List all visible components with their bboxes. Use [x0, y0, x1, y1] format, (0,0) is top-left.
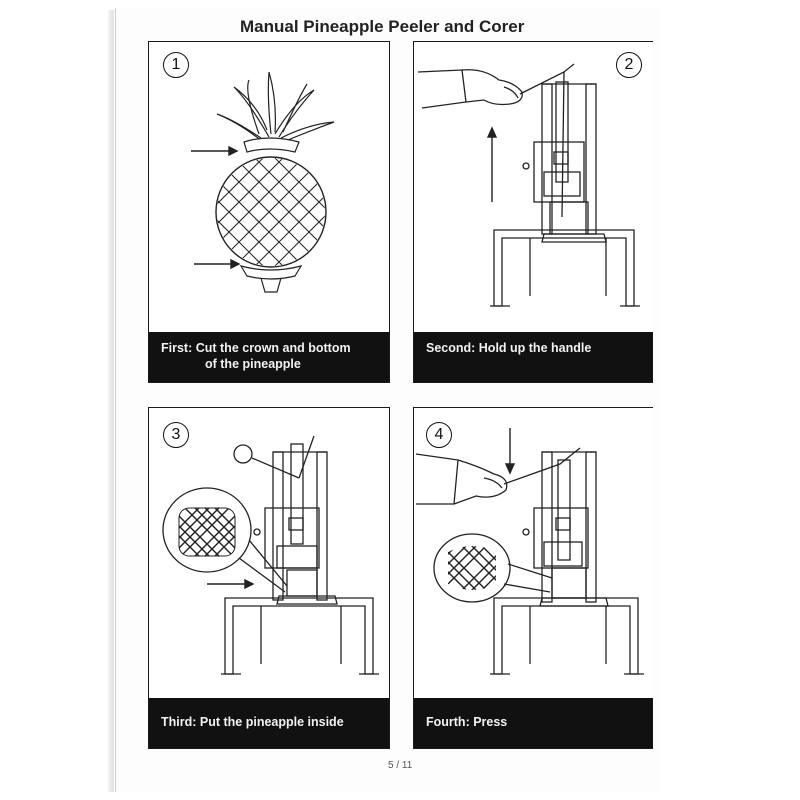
page-edge-shadow — [108, 10, 114, 792]
step-caption-1-line2: of the pineapple — [205, 357, 301, 371]
document-title: Manual Pineapple Peeler and Corer — [240, 17, 525, 36]
step-panel-2: 2 — [413, 41, 653, 383]
insert-pineapple-illustration — [162, 435, 379, 675]
step-caption-1-line1: First: Cut the crown and bottom — [161, 341, 351, 355]
step-caption-3: Third: Put the pineapple inside — [149, 698, 389, 748]
step-caption-4: Fourth: Press — [414, 698, 653, 748]
step-panel-1: 1 — [148, 41, 390, 383]
step-caption-2-line1: Second: Hold up the handle — [426, 341, 592, 355]
handle-up-illustration — [417, 63, 640, 307]
step-caption-2: Second: Hold up the handle — [414, 332, 653, 382]
pineapple-cut-illustration — [191, 71, 335, 293]
page-number: 5 / 11 — [388, 760, 413, 771]
step-number-1: 1 — [163, 52, 189, 78]
step-caption-4-line1: Fourth: Press — [426, 715, 508, 729]
step-panel-4: 4 — [413, 407, 653, 749]
step-number-2: 2 — [616, 52, 642, 78]
step-number-4: 4 — [426, 422, 452, 448]
step-caption-1: First: Cut the crown and bottom of the p… — [149, 332, 389, 382]
step-panel-3: 3 — [148, 407, 390, 749]
step-number-3: 3 — [163, 422, 189, 448]
press-illustration — [415, 428, 644, 675]
step-caption-3-line1: Third: Put the pineapple inside — [161, 715, 344, 729]
